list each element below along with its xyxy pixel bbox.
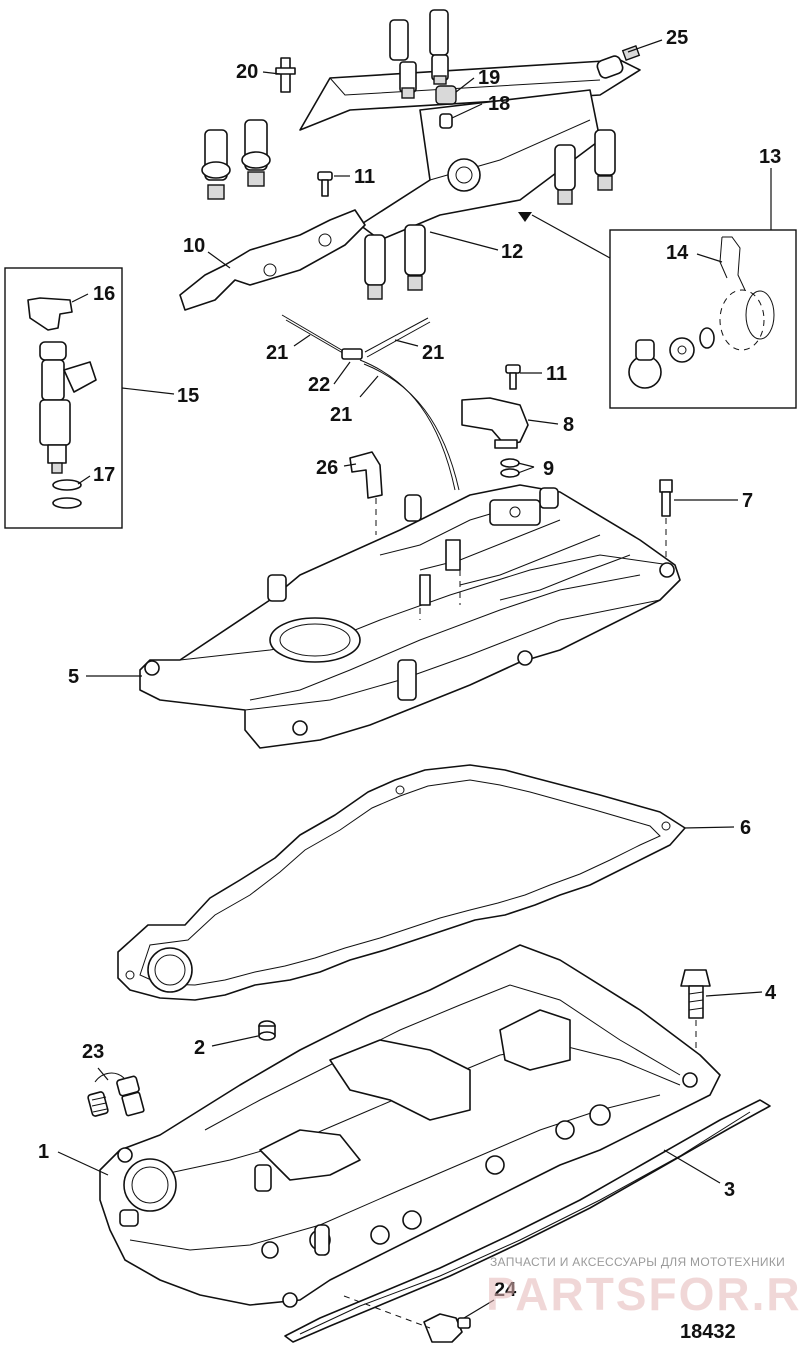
callout-13: 13 — [759, 146, 781, 168]
callout-21-right: 21 — [422, 342, 444, 364]
injector-group-lower — [364, 224, 426, 300]
callout-3: 3 — [724, 1179, 735, 1201]
detail-arrow — [518, 212, 532, 222]
callout-8: 8 — [563, 414, 574, 436]
callout-25: 25 — [666, 27, 688, 49]
temperature-sensor — [343, 1295, 471, 1343]
injector-group-left — [201, 119, 271, 200]
callout-15: 15 — [177, 385, 199, 407]
callout-labels: 1 2 3 4 5 6 7 8 9 10 11 11 12 13 14 15 1… — [38, 27, 781, 1301]
callout-22: 22 — [308, 374, 330, 396]
callout-20: 20 — [236, 61, 258, 83]
callout-11-top: 11 — [354, 166, 375, 188]
callout-6: 6 — [740, 817, 751, 839]
callout-21-left: 21 — [266, 342, 288, 364]
callout-14: 14 — [666, 242, 689, 264]
callout-2: 2 — [194, 1037, 205, 1059]
callout-1: 1 — [38, 1141, 49, 1163]
fuel-rail-assembly — [201, 9, 641, 300]
callout-16: 16 — [93, 283, 115, 305]
figure-number: 18432 — [680, 1321, 736, 1343]
callout-26: 26 — [316, 457, 338, 479]
callout-19: 19 — [478, 67, 500, 89]
hose-fitting — [87, 1072, 145, 1117]
injector-group-top — [389, 9, 449, 99]
intake-gasket — [117, 764, 686, 1001]
callout-23: 23 — [82, 1041, 104, 1063]
pipe-plug — [258, 1020, 276, 1041]
callout-11-sensor: 11 — [546, 363, 567, 385]
fuel-rail-bracket — [179, 209, 366, 311]
callout-7: 7 — [742, 490, 753, 512]
injector-group-right — [554, 129, 616, 205]
map-sensor — [461, 397, 529, 449]
callout-5: 5 — [68, 666, 79, 688]
leader-lines — [57, 39, 772, 1319]
injector-detail-parts — [27, 297, 97, 509]
upper-intake-manifold — [139, 484, 681, 749]
callout-10: 10 — [183, 235, 205, 257]
watermark-tagline: ЗАПЧАСТИ И АКСЕССУАРЫ ДЛЯ МОТОТЕХНИКИ — [490, 1255, 785, 1269]
watermark-site: PARTSFOR.RU — [486, 1268, 800, 1320]
callout-9: 9 — [543, 458, 554, 480]
regulator-detail-parts — [628, 236, 775, 389]
callout-18: 18 — [488, 93, 510, 115]
side-gasket-strip — [284, 1099, 771, 1343]
callout-17: 17 — [93, 464, 115, 486]
callout-21-bottom: 21 — [330, 404, 352, 426]
lower-intake-manifold — [99, 944, 721, 1308]
callout-4: 4 — [765, 982, 777, 1004]
vacuum-hose-assembly — [281, 314, 460, 491]
callout-12: 12 — [501, 241, 523, 263]
callout-24: 24 — [494, 1279, 517, 1301]
